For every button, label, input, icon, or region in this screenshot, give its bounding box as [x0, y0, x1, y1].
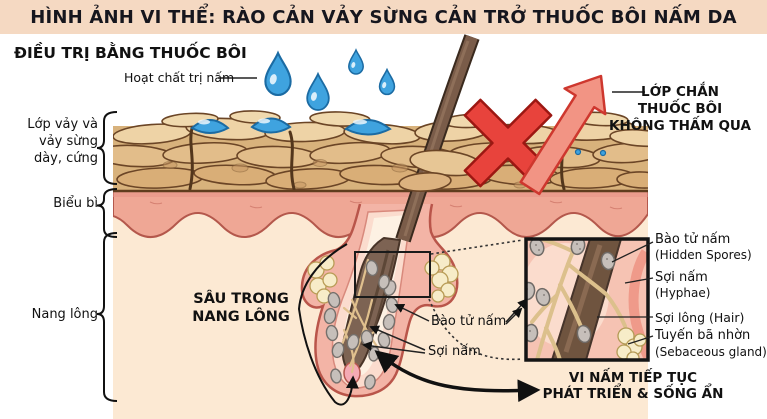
deep-follicle-label: SÂU TRONG NANG LÔNG: [192, 291, 290, 325]
active-ingredient-label: Hoạt chất trị nấm: [124, 70, 235, 85]
spores-label: Bào tử nấm: [431, 314, 507, 329]
hair-shaft: [395, 34, 480, 243]
zoom-source-rect: [354, 251, 431, 298]
title-bar: HÌNH ẢNH VI THỂ: RÀO CẢN VẢY SỪNG CẢN TR…: [0, 0, 767, 34]
sebaceous-gland-left: [307, 255, 338, 304]
bracket-scale: [96, 111, 118, 185]
inset-hair-label: Sợi lông (Hair): [655, 310, 745, 325]
layer-brackets: [96, 111, 118, 402]
sebaceous-gland-right: [424, 253, 459, 303]
medicine-drop-icon: [306, 71, 330, 111]
inset-hyphae-label: Sợi nấm: [655, 270, 708, 285]
barrier-label: LỚP CHẮN THUỐC BÔI KHÔNG THẤM QUA: [609, 84, 751, 134]
bracket-epidermis: [96, 188, 118, 238]
fungal-spores: [323, 259, 399, 390]
inset-spores-sublabel: (Hidden Spores): [655, 248, 752, 262]
scale-overlap-plates: [398, 149, 483, 192]
inset-label-lines: [597, 241, 654, 345]
epidermis-label: Biểu bì: [53, 196, 98, 211]
medicine-drop-icon: [348, 48, 364, 75]
inset-gland-label: Tuyến bã nhờn: [655, 328, 751, 343]
bracket-follicle: [96, 232, 118, 402]
hyphae-label: Sợi nấm: [428, 344, 481, 359]
inset-gland-sublabel: (Sebaceous gland): [655, 345, 767, 359]
inset-spores-label: Bào tử nấm: [655, 232, 731, 247]
arrow-to-conclusion: [374, 350, 541, 403]
inset-hyphae: [530, 239, 627, 360]
inset-zoom-box: [524, 237, 650, 362]
inset-hair: [550, 239, 623, 360]
medicine-drop-icon: [264, 50, 292, 97]
treatment-heading: ĐIỀU TRỊ BẰNG THUỐC BÔI: [14, 44, 247, 62]
conclusion-label: VI NẤM TIẾP TỤC PHÁT TRIỂN & SỐNG ẨN: [542, 370, 724, 402]
blocked-arrow-icon: [519, 74, 607, 196]
inset-hyphae-sublabel: (Hyphae): [655, 286, 711, 300]
medicine-drop-icon: [378, 67, 396, 96]
medicine-drops: [190, 48, 607, 170]
scale-layer-label: Lớp vảy và vảy sừng dày, cứng: [27, 117, 98, 166]
inset-sebaceous-gland: [616, 327, 647, 360]
arrow-into-papilla: [297, 243, 359, 406]
inset-follicle-wall: [628, 249, 648, 359]
follicle-label: Nang lông: [31, 307, 98, 322]
page-title: HÌNH ẢNH VI THỂ: RÀO CẢN VẢY SỪNG CẢN TR…: [30, 6, 737, 28]
